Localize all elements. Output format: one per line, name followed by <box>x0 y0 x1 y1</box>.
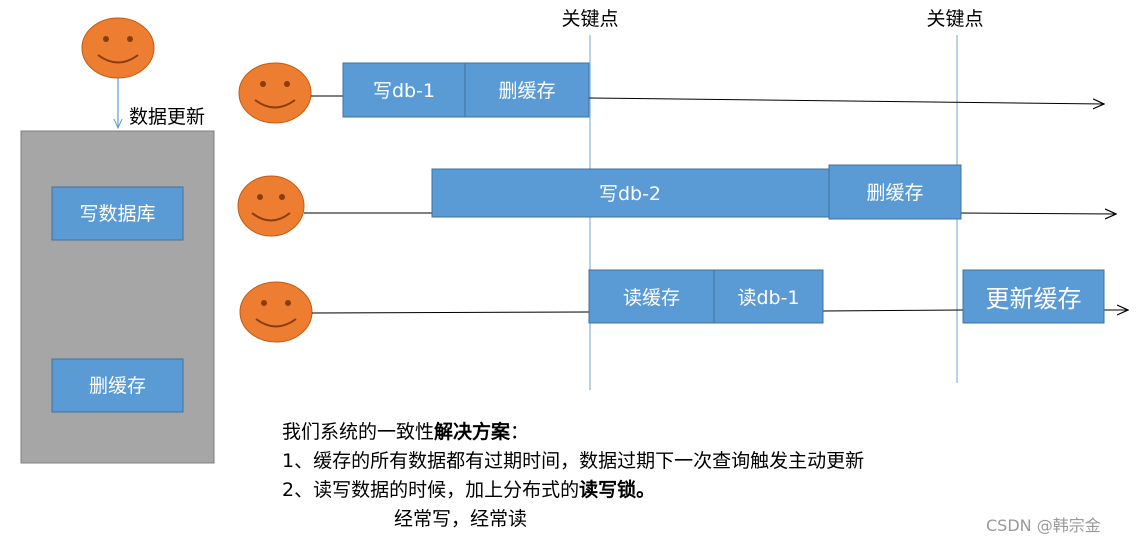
lane-3-read-cache-box: 读缓存 <box>588 269 715 324</box>
write-db-box: 写数据库 <box>51 186 184 241</box>
solution-notes: 我们系统的一致性解决方案： 1、缓存的所有数据都有过期时间，数据过期下一次查询触… <box>282 418 864 534</box>
smiley-face-icon <box>238 62 312 124</box>
smiley-face-icon <box>237 175 305 237</box>
lane-1: 写db-1 删缓存 <box>238 62 1104 124</box>
smiley-face-icon <box>239 281 313 343</box>
update-label: 数据更新 <box>129 106 205 128</box>
lane-2: 写db-2 删缓存 <box>237 164 1116 237</box>
smiley-face-icon <box>81 17 155 79</box>
svg-text:写db-1: 写db-1 <box>373 80 435 102</box>
server-panel <box>20 130 215 464</box>
svg-text:写db-2: 写db-2 <box>599 183 661 205</box>
notes-item-2-prefix: 2、读写数据的时候，加上分布式的 <box>282 479 580 501</box>
lane-2-write-db-box: 写db-2 <box>431 168 830 218</box>
svg-text:更新缓存: 更新缓存 <box>986 285 1082 313</box>
lane-1-write-db-box: 写db-1 <box>342 62 466 118</box>
notes-item-2-bold: 读写锁。 <box>579 479 656 501</box>
lane-3: 读缓存 读db-1 更新缓存 <box>239 269 1128 343</box>
lane-3-read-db-box: 读db-1 <box>713 269 824 324</box>
lane-1-timeline-arrow <box>588 97 1104 104</box>
svg-text:写数据库: 写数据库 <box>79 203 155 225</box>
keypoint-label-1: 关键点 <box>561 8 618 30</box>
watermark: CSDN @韩宗金 <box>986 516 1101 535</box>
lane-2-timeline-arrow <box>960 213 1116 214</box>
svg-text:读缓存: 读缓存 <box>623 287 680 309</box>
lane-3-timeline <box>311 311 590 314</box>
svg-text:删缓存: 删缓存 <box>866 182 923 204</box>
lane-2-delete-cache-box: 删缓存 <box>828 164 962 220</box>
svg-text:删缓存: 删缓存 <box>89 375 146 397</box>
keypoint-label-2: 关键点 <box>926 8 983 30</box>
notes-item-1: 1、缓存的所有数据都有过期时间，数据过期下一次查询触发主动更新 <box>282 450 865 472</box>
notes-title-bold: 解决方案 <box>434 421 511 443</box>
notes-title: 我们系统的一致性解决方案： <box>282 418 864 447</box>
notes-item-3: 经常写，经常读 <box>394 508 528 530</box>
svg-text:读db-1: 读db-1 <box>737 287 799 309</box>
lane-3-update-cache-box: 更新缓存 <box>962 269 1105 324</box>
notes-item-2: 2、读写数据的时候，加上分布式的读写锁。 <box>282 476 864 505</box>
notes-title-prefix: 我们系统的一致性 <box>282 421 435 443</box>
lane-1-delete-cache-box: 删缓存 <box>464 62 590 118</box>
delete-cache-box: 删缓存 <box>51 358 184 413</box>
svg-text:删缓存: 删缓存 <box>498 80 555 102</box>
notes-title-suffix: ： <box>510 421 530 443</box>
lane-3-timeline-mid <box>822 309 964 312</box>
